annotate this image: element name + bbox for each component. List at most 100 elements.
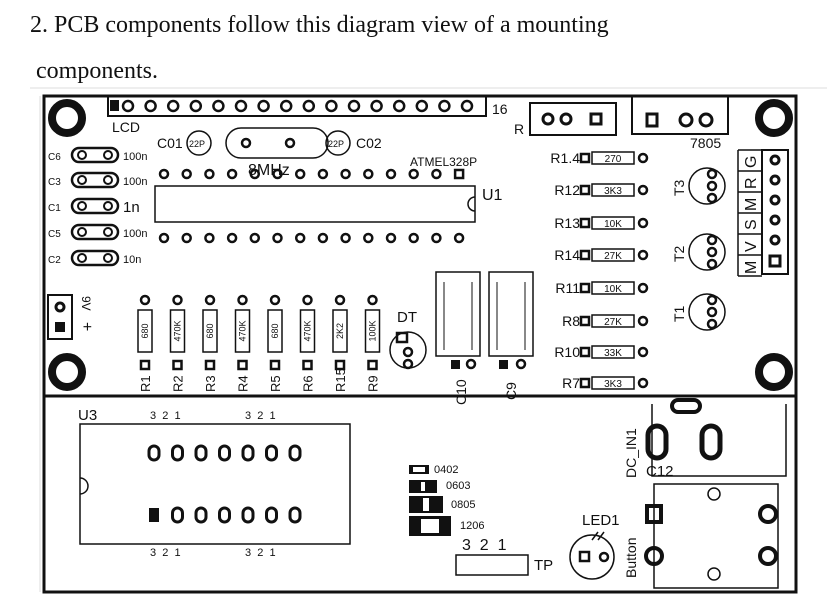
- mounting-hole-tr: [755, 99, 793, 137]
- button-label: Button: [623, 538, 639, 578]
- c1-label: C1: [48, 203, 61, 214]
- c1-body: [70, 197, 120, 215]
- push-button: Button: [623, 483, 779, 589]
- c01-outline: [186, 130, 212, 156]
- pkg-0805-gap: [423, 498, 429, 511]
- resistor-body: [202, 309, 218, 353]
- mcu-pin: [249, 232, 261, 244]
- resistor-body: [137, 309, 153, 353]
- c3-pin-a: [77, 175, 87, 185]
- bottom-resistors: 680R1470KR2680R3470KR4680R5470KR62K2R151…: [137, 294, 381, 392]
- resistor-pin: [637, 346, 649, 358]
- resistor-pin: [367, 359, 378, 371]
- mcu-pin: [453, 232, 465, 244]
- resistor-value: 10K: [604, 284, 622, 295]
- lcd-pin: [302, 99, 316, 113]
- pkg-1206-label: 1206: [460, 520, 484, 532]
- resistor-pin: [334, 359, 346, 371]
- capacitor-c6: C6 100n: [48, 146, 147, 164]
- resistor-pin: [637, 217, 649, 229]
- mcu-pin: [317, 232, 329, 244]
- mcu-u1: ATMEL328P U1: [154, 155, 503, 244]
- power-connector-body: [47, 294, 73, 340]
- resistor-ref: R8: [562, 313, 580, 329]
- u3-pin: [265, 444, 278, 462]
- resistor-pin: [637, 249, 649, 261]
- mcu-pin: [294, 232, 306, 244]
- resistor-value: 27K: [604, 251, 622, 262]
- mcu-pin: [385, 168, 397, 180]
- resistor-value: 2K2: [335, 323, 345, 339]
- resistor-pin: [579, 184, 591, 196]
- resistor-body: [591, 216, 635, 230]
- mcu-pin: [249, 168, 261, 180]
- dc-jack: DC_IN1 C12: [623, 398, 787, 480]
- resistor-pin: [637, 377, 649, 389]
- resistor-pin: [172, 294, 183, 306]
- crystal-area: 22P C01 8MHz 22P C02: [157, 127, 382, 179]
- u3-pins: [147, 444, 302, 524]
- resistor-value: 680: [270, 323, 280, 338]
- edge-label-g: G: [743, 156, 760, 168]
- dc-jack-pin-c: [670, 398, 702, 414]
- c02-value: 22P: [328, 139, 344, 149]
- mounting-hole-tl: [48, 99, 86, 137]
- edge-label-m1: M: [743, 198, 760, 211]
- mcu-pin: [204, 168, 215, 180]
- button-pin-1: [645, 504, 663, 524]
- resistor-pin: [579, 377, 591, 389]
- led1-outline: [569, 534, 615, 580]
- regulator-pin-2: [678, 112, 694, 128]
- t1-label: T1: [671, 305, 687, 322]
- resistor-body: [591, 281, 635, 295]
- u3-pins-bot-b: 3 2 1: [245, 547, 276, 559]
- edge-pin-6: [768, 254, 782, 268]
- edge-connector-body: [761, 149, 789, 275]
- c9-pin-a: [499, 360, 508, 369]
- capacitor-c3: C3 100n: [48, 171, 147, 189]
- lcd-pin: [370, 99, 383, 113]
- t1-pin-2: [706, 306, 718, 318]
- resistor-ref: R4: [236, 375, 251, 392]
- resistor-pin: [579, 249, 591, 261]
- c6-pin-a: [77, 150, 87, 160]
- resistor-value: 470K: [303, 320, 313, 341]
- heading-line-1: 2. PCB components follow this diagram vi…: [30, 12, 609, 38]
- resistor-pin: [367, 294, 378, 306]
- edge-label-r: R: [743, 177, 760, 189]
- c5-pin-b: [103, 227, 113, 237]
- power-pin-b: [55, 322, 65, 332]
- pkg-0603-label: 0603: [446, 480, 470, 492]
- c3-value: 100n: [123, 176, 147, 188]
- c5-label: C5: [48, 229, 61, 240]
- power-voltage-label: 9V: [79, 296, 93, 311]
- c10-body: [435, 271, 481, 357]
- dc-jack-body: [651, 404, 787, 477]
- u3-socket: U3 3 2 1 3 2 1 3 2 1 3 2 1: [78, 407, 351, 559]
- mcu-pin: [431, 168, 442, 180]
- t1-outline: [688, 293, 726, 331]
- resistor-ref: R1: [138, 375, 153, 392]
- lcd-pin: [166, 99, 180, 113]
- resistor-ref: R6: [301, 375, 316, 392]
- resistor-pin: [302, 359, 313, 371]
- u3-pin: [218, 506, 231, 524]
- edge-pin-4: [769, 214, 781, 226]
- mcu-pin: [408, 168, 419, 180]
- resistor-pin: [579, 152, 591, 164]
- mcu-pin: [226, 232, 238, 244]
- u3-pin: [241, 444, 255, 462]
- c6-body: [70, 146, 120, 164]
- edge-pin-3: [769, 194, 781, 206]
- resistor-pin: [204, 294, 216, 306]
- u3-body: [79, 423, 351, 545]
- c6-value: 100n: [123, 151, 147, 163]
- c2-label: C2: [48, 255, 61, 266]
- resistor-pin: [579, 282, 591, 294]
- u3-pins-top-a: 3 2 1: [150, 410, 181, 422]
